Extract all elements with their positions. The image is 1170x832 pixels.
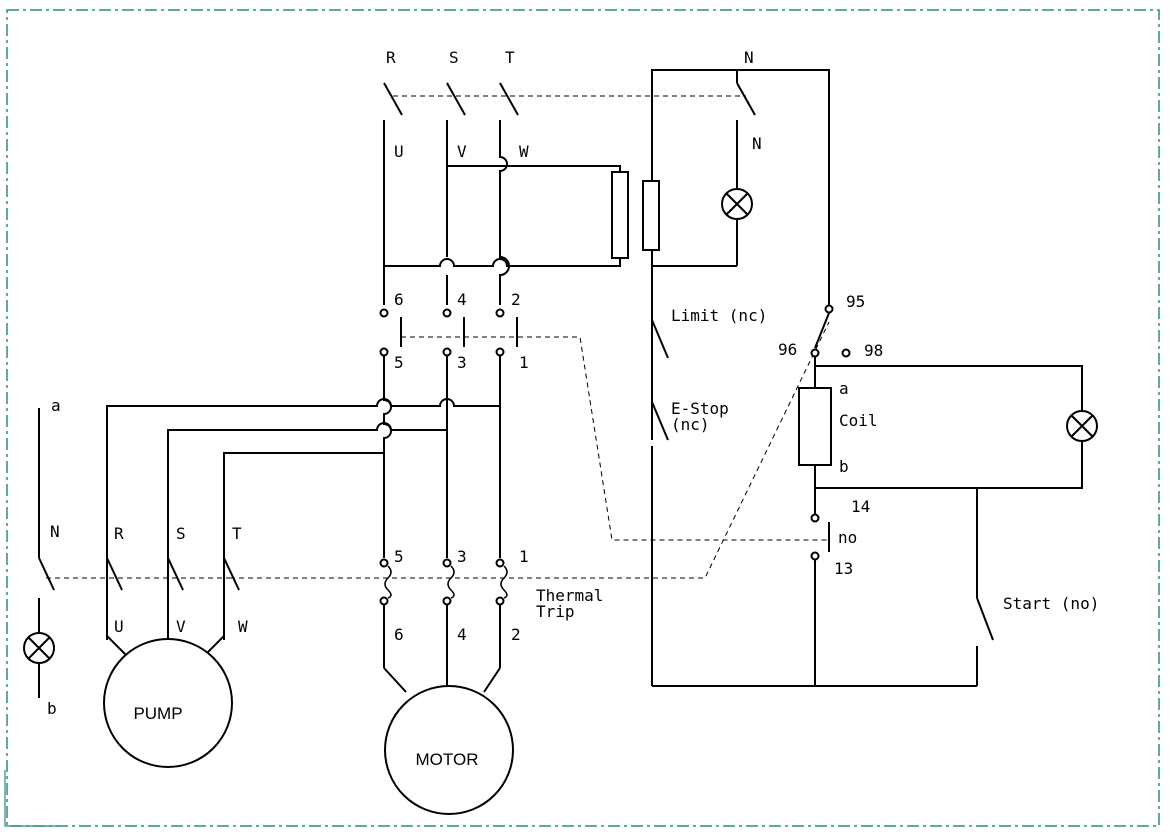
main-isolator (383, 82, 756, 116)
thermal-term-1: 1 (519, 547, 529, 566)
contactor-term-6: 6 (394, 290, 404, 309)
contactor-feed-wires (383, 120, 629, 305)
contactor-term-1: 1 (519, 353, 529, 372)
pump-label-T: T (232, 524, 242, 543)
neutral-indicator-lamp (721, 188, 753, 220)
pump-label-S: S (176, 524, 186, 543)
thermal-term-2: 2 (511, 625, 521, 644)
motor-symbol (384, 685, 514, 815)
start-button-label: Start (no) (1003, 594, 1099, 613)
estop-label-line1: E-Stop (671, 399, 729, 418)
aux-contact-no: no (838, 528, 857, 547)
origin-marker (4, 770, 60, 827)
coil-label: Coil (839, 411, 878, 430)
control-supply-rails (651, 69, 830, 440)
pump-symbol (103, 638, 233, 768)
contactor-term-3: 3 (457, 353, 467, 372)
contactor-term-4: 4 (457, 290, 467, 309)
control-fuse (642, 180, 660, 251)
pump-label-a: a (51, 396, 61, 415)
control-circuit (651, 304, 1098, 687)
pump-label-U: U (114, 617, 124, 636)
pump-label-W: W (238, 617, 248, 636)
thermal-term-4: 4 (457, 625, 467, 644)
thermal-overload (230, 321, 830, 693)
thermal-mechanical-link (230, 321, 830, 579)
thermal-term-5: 5 (394, 547, 404, 566)
label-S: S (449, 48, 459, 67)
thermal-term-6: 6 (394, 625, 404, 644)
overload-term-95: 95 (846, 292, 865, 311)
contactor-coil (798, 387, 832, 466)
drawing-frame (6, 9, 1160, 827)
coil-term-a: a (839, 379, 849, 398)
label-R: R (386, 48, 396, 67)
motor-feed-wires (106, 356, 501, 640)
pump-label-V: V (176, 617, 186, 636)
contactor-mechanical-link (401, 336, 829, 541)
label-W: W (519, 142, 529, 161)
label-T: T (505, 48, 515, 67)
overload-term-98: 98 (864, 341, 883, 360)
contactor-term-5: 5 (394, 353, 404, 372)
pump-label-b: b (47, 699, 57, 718)
motor-name: MOTOR (416, 750, 479, 769)
label-V: V (457, 142, 467, 161)
thermal-label-line2: Trip (536, 602, 575, 621)
limit-switch-label: Limit (nc) (671, 306, 767, 325)
thermal-label-line1: Thermal (536, 586, 603, 605)
overload-term-96: 96 (778, 340, 797, 359)
main-contactor (379, 308, 829, 541)
aux-term-13: 13 (834, 559, 853, 578)
coil-term-b: b (839, 457, 849, 476)
label-U: U (394, 142, 404, 161)
thermal-term-3: 3 (457, 547, 467, 566)
pump-label-R: R (114, 524, 124, 543)
aux-term-14: 14 (851, 497, 870, 516)
pump-circuit (23, 408, 240, 768)
pump-name: PUMP (133, 704, 182, 723)
label-N-lamp: N (752, 134, 762, 153)
contactor-term-2: 2 (511, 290, 521, 309)
label-N-top: N (744, 48, 754, 67)
supply-resistor (611, 171, 629, 259)
pump-label-N: N (50, 522, 60, 541)
estop-label-line2: (nc) (671, 415, 710, 434)
